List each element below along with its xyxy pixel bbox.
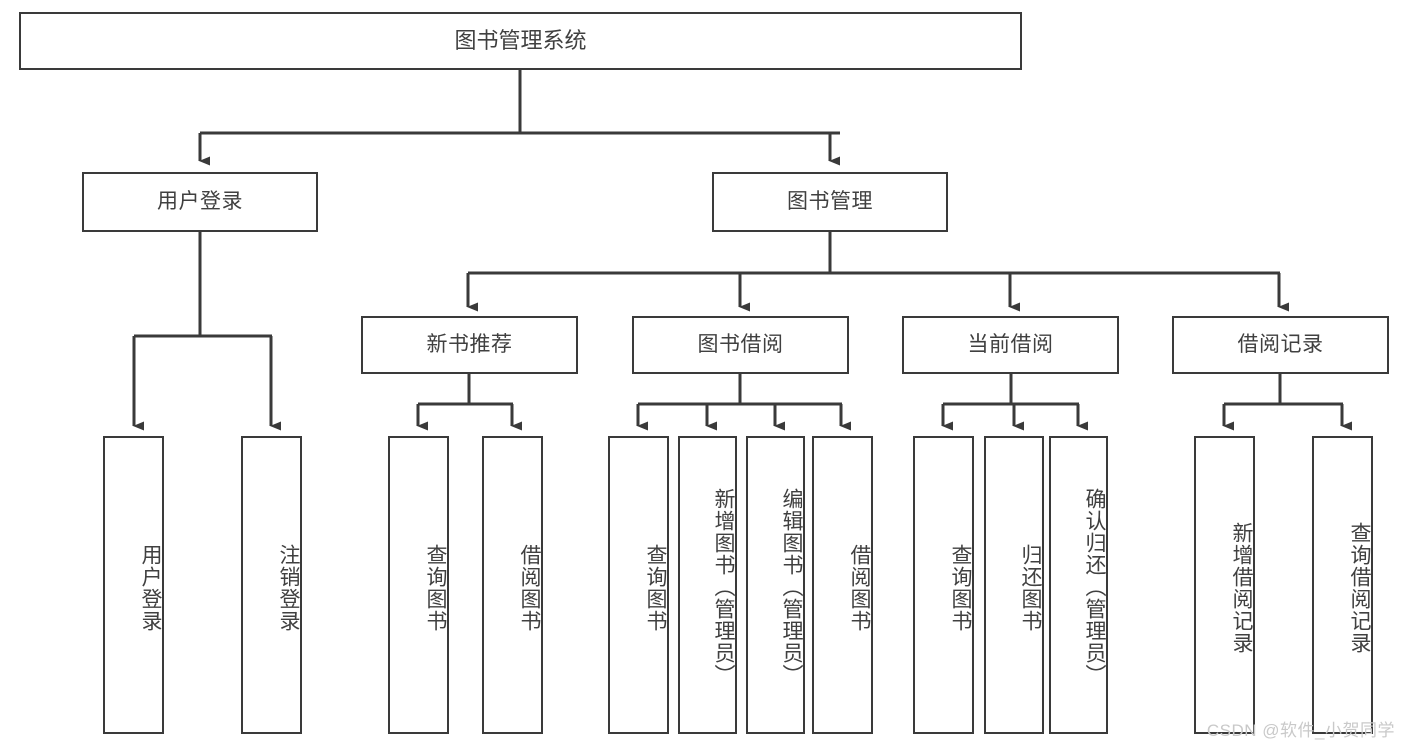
leaf-edit-book-admin[interactable]: 编辑图书（管理员） [746, 436, 805, 734]
leaf-user-login[interactable]: 用户登录 [103, 436, 164, 734]
node-label: 当前借阅 [967, 333, 1054, 357]
node-label: 归还图书 [1019, 544, 1042, 632]
node-label: 图书借阅 [697, 333, 784, 357]
node-label: 借阅图书 [518, 544, 541, 632]
leaf-query-book-recommend[interactable]: 查询图书 [388, 436, 449, 734]
node-current-borrow[interactable]: 当前借阅 [902, 316, 1119, 374]
node-label: 查询图书 [644, 544, 667, 632]
leaf-add-borrow-record[interactable]: 新增借阅记录 [1194, 436, 1255, 734]
leaf-return-book[interactable]: 归还图书 [984, 436, 1044, 734]
node-root-book-management-system[interactable]: 图书管理系统 [19, 12, 1022, 70]
node-label: 新书推荐 [426, 333, 513, 357]
node-label: 查询图书 [424, 544, 447, 632]
node-label: 用户登录 [157, 190, 243, 214]
node-book-management[interactable]: 图书管理 [712, 172, 948, 232]
leaf-add-book-admin[interactable]: 新增图书（管理员） [678, 436, 737, 734]
node-label: 用户登录 [139, 544, 162, 632]
node-label: 查询图书 [949, 544, 972, 632]
node-borrow-record[interactable]: 借阅记录 [1172, 316, 1389, 374]
csdn-watermark: CSDN @软件_小贺同学 [1206, 721, 1395, 740]
leaf-borrow-book-recommend[interactable]: 借阅图书 [482, 436, 543, 734]
node-label: 借阅记录 [1237, 333, 1324, 357]
node-label: 注销登录 [277, 544, 300, 632]
node-label: 借阅图书 [848, 544, 871, 632]
leaf-query-book-borrow[interactable]: 查询图书 [608, 436, 669, 734]
node-book-borrow[interactable]: 图书借阅 [632, 316, 849, 374]
node-label: 编辑图书（管理员） [780, 488, 803, 686]
leaf-logout-login[interactable]: 注销登录 [241, 436, 302, 734]
leaf-query-borrow-record[interactable]: 查询借阅记录 [1312, 436, 1373, 734]
node-label: 新增图书（管理员） [712, 488, 735, 686]
node-label: 确认归还（管理员） [1083, 488, 1106, 686]
leaf-query-book-current[interactable]: 查询图书 [913, 436, 974, 734]
node-label: 查询借阅记录 [1348, 522, 1371, 654]
leaf-confirm-return-admin[interactable]: 确认归还（管理员） [1049, 436, 1108, 734]
node-user-login[interactable]: 用户登录 [82, 172, 318, 232]
node-new-book-recommend[interactable]: 新书推荐 [361, 316, 578, 374]
node-label: 图书管理 [787, 190, 873, 214]
leaf-borrow-book-borrow[interactable]: 借阅图书 [812, 436, 873, 734]
node-label: 新增借阅记录 [1230, 522, 1253, 654]
node-label: 图书管理系统 [454, 27, 587, 53]
